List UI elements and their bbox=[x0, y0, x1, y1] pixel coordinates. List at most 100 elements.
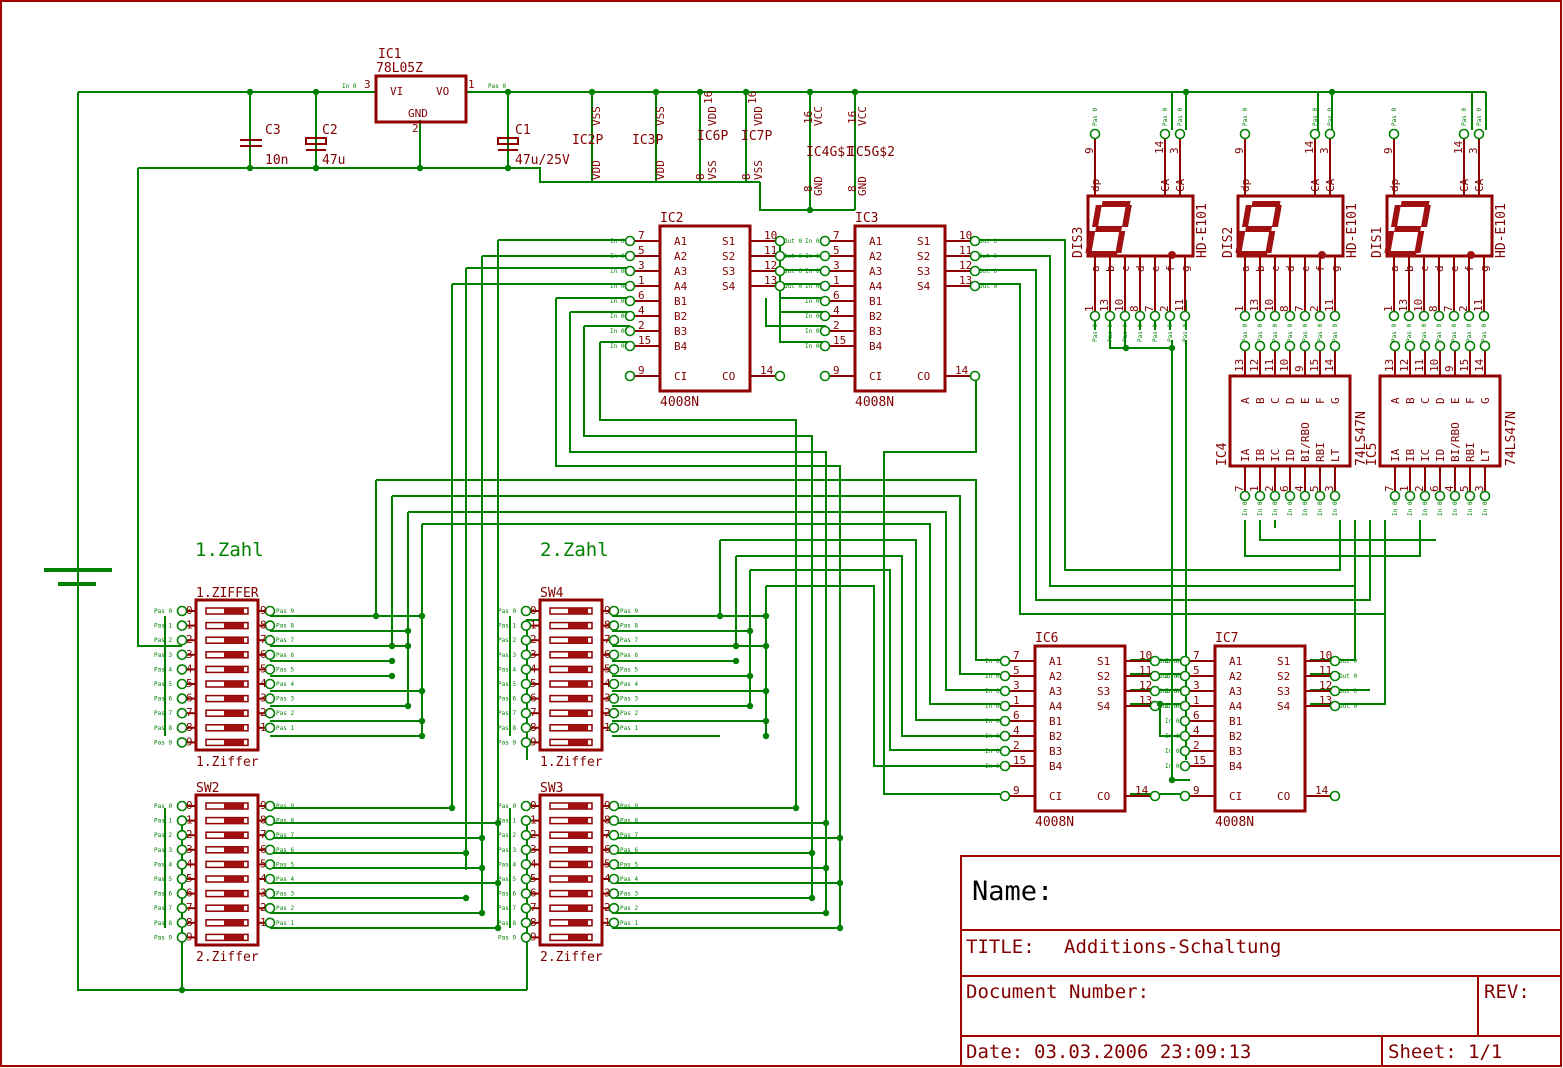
net-tag: In 0 bbox=[1165, 763, 1180, 770]
net-tag: Pas 0 bbox=[1092, 108, 1099, 126]
net-tag: Out 0 bbox=[979, 268, 997, 275]
net-tag: In 0 bbox=[610, 328, 625, 335]
adder-pin-pad bbox=[624, 325, 636, 337]
segment bbox=[1241, 205, 1252, 227]
switch-pin-pad bbox=[176, 678, 188, 690]
adder-pin-label: S2 bbox=[722, 250, 735, 263]
display-pin-pad bbox=[1174, 128, 1186, 140]
decoder-pin-label: A bbox=[1239, 397, 1252, 404]
wire-junction bbox=[806, 206, 814, 214]
net-tag: In 0 bbox=[1407, 501, 1414, 516]
switch-knob bbox=[568, 846, 588, 853]
wire-junction bbox=[418, 687, 426, 695]
wire-junction bbox=[504, 164, 512, 172]
switch-knob bbox=[224, 666, 244, 673]
adder-pin-pad bbox=[819, 265, 831, 277]
power-pin-number: 16 bbox=[846, 111, 859, 124]
switch-knob bbox=[568, 890, 588, 897]
display-pin-label: g bbox=[1478, 265, 1491, 272]
adder-pin-label: B3 bbox=[1049, 745, 1062, 758]
display-pin-label: c bbox=[1119, 265, 1132, 272]
net-tag: Out 0 bbox=[784, 253, 802, 260]
switch-knob bbox=[568, 817, 588, 824]
adder-pin-label: S2 bbox=[1097, 670, 1110, 683]
net-tag: Pas 7 bbox=[620, 637, 638, 644]
display-pin-label: e bbox=[1448, 265, 1461, 272]
net-tag: In 0 bbox=[805, 283, 820, 290]
net-tag: Pas 7 bbox=[154, 710, 172, 717]
switch-pin-number: 9 bbox=[260, 604, 267, 617]
switch-knob bbox=[224, 622, 244, 629]
display-pin-number: 13 bbox=[1098, 299, 1111, 312]
switch-pin-pad bbox=[608, 605, 620, 617]
net-tag: Pas 6 bbox=[498, 891, 516, 898]
decoder-pin-pad bbox=[1434, 490, 1446, 502]
decoder-pin-number: 11 bbox=[1413, 359, 1426, 372]
power-pin-number: 16 bbox=[802, 111, 815, 124]
switch-knob bbox=[568, 905, 588, 912]
power-label-top: VCC bbox=[812, 106, 825, 126]
switch-pin-number: 7 bbox=[260, 633, 267, 646]
power-supply-labels: VSS VDD IC2P VSS VDD IC3P VDD VSS IC6P 1… bbox=[572, 91, 895, 196]
adder-pin-label: S4 bbox=[1277, 700, 1291, 713]
display-pin-pad bbox=[1239, 310, 1251, 322]
net-tag: In 0 bbox=[985, 658, 1000, 665]
net-tag: In 0 bbox=[805, 343, 820, 350]
display-pin-pad bbox=[1089, 128, 1101, 140]
net-tag: In 0 bbox=[1467, 501, 1474, 516]
display-pin-number: 11 bbox=[1472, 299, 1485, 312]
net-tag: Pas 3 bbox=[276, 696, 294, 703]
display-pin-label: e bbox=[1149, 265, 1162, 272]
display-pin-number: 11 bbox=[1173, 299, 1186, 312]
adder-pin-number: 3 bbox=[833, 259, 840, 272]
switch-knob bbox=[224, 803, 244, 809]
adder-pin-label: S3 bbox=[722, 265, 735, 278]
switch-knob bbox=[224, 846, 244, 853]
net-tag: Pas 8 bbox=[620, 623, 638, 630]
net-tag: Pas 7 bbox=[276, 832, 294, 839]
wire-junction bbox=[504, 88, 512, 96]
switch-body bbox=[194, 793, 260, 947]
power-label-name: IC7P bbox=[741, 129, 772, 144]
net-tag: Pas 0 bbox=[1137, 324, 1144, 342]
display-pin-label: d bbox=[1134, 265, 1147, 272]
adder-pin-label: A3 bbox=[1049, 685, 1062, 698]
wire-junction bbox=[494, 924, 502, 932]
net-tag: Out 0 bbox=[1339, 673, 1357, 680]
switch-caption: 1.Ziffer bbox=[196, 755, 259, 770]
title-block: Name: TITLE: Additions-Schaltung Documen… bbox=[960, 855, 1562, 1067]
switch-knob bbox=[224, 934, 244, 941]
switch-pin-number: 6 bbox=[530, 692, 537, 705]
switch-pin-number: 9 bbox=[186, 735, 193, 748]
net-tag: Pas 1 bbox=[276, 725, 294, 732]
net-tag: Pas 0 bbox=[1391, 324, 1398, 342]
display-pin-label: dp bbox=[1239, 179, 1252, 192]
switch-pin-pad bbox=[608, 888, 620, 899]
adder-pin-pad bbox=[1179, 700, 1191, 712]
display-pin-number: 8 bbox=[1427, 305, 1440, 312]
switch-pin-pad bbox=[520, 829, 532, 841]
wire-junction bbox=[822, 909, 830, 917]
adder-pin-pad bbox=[624, 340, 636, 352]
switch-pin-number: 5 bbox=[604, 662, 611, 675]
switch-knob bbox=[224, 681, 244, 687]
switch-pin-number: 1 bbox=[604, 721, 611, 734]
decoder-pin-pad bbox=[1314, 340, 1326, 352]
decoder-pin-number: 3 bbox=[1473, 485, 1486, 492]
power-label-name: IC3P bbox=[632, 133, 663, 148]
net-tag: Pas 0 bbox=[1451, 324, 1458, 342]
wire-junction bbox=[762, 612, 770, 620]
adder-pin-pad bbox=[999, 760, 1011, 772]
number-2-label: 2.Zahl bbox=[540, 539, 609, 561]
switch-pin-pad bbox=[176, 859, 188, 870]
switch-pin-number: 5 bbox=[186, 677, 193, 690]
switch-pin-number: 1 bbox=[530, 814, 537, 827]
net-tag: In 0 bbox=[1392, 501, 1399, 516]
display-pin-number: 3 bbox=[1318, 147, 1331, 154]
decoder-pin-number: 7 bbox=[1383, 485, 1396, 492]
adder-pin-number: 10 bbox=[764, 229, 777, 242]
net-tag: Pas 9 bbox=[154, 934, 172, 941]
wire-junction bbox=[494, 879, 502, 887]
